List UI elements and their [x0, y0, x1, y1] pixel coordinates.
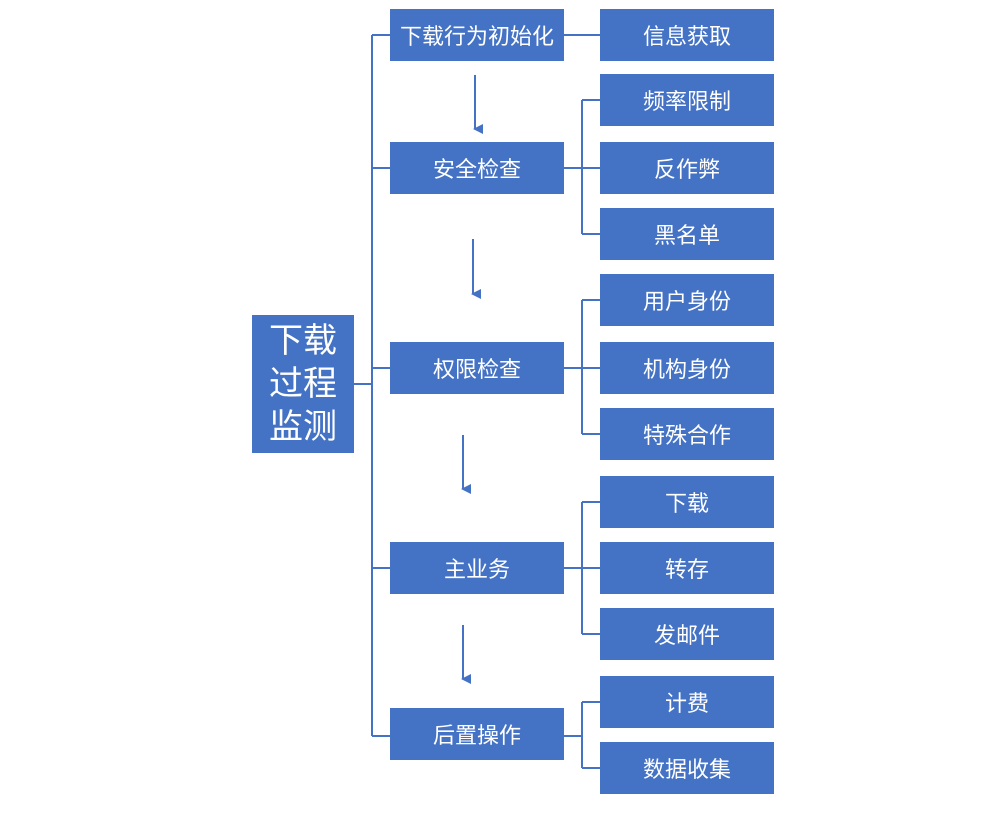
- stage-node-main: 主业务: [390, 542, 564, 594]
- leaf-node-info: 信息获取: [600, 9, 774, 61]
- leaf-node-download: 下载: [600, 476, 774, 528]
- leaf-node-special-partner: 特殊合作: [600, 408, 774, 460]
- leaf-node-user-identity: 用户身份: [600, 274, 774, 326]
- leaf-node-blacklist: 黑名单: [600, 208, 774, 260]
- leaf-node-rate-limit: 频率限制: [600, 74, 774, 126]
- leaf-node-org-identity: 机构身份: [600, 342, 774, 394]
- stage-node-post: 后置操作: [390, 708, 564, 760]
- leaf-node-billing: 计费: [600, 676, 774, 728]
- stage-node-permission: 权限检查: [390, 342, 564, 394]
- leaf-node-save: 转存: [600, 542, 774, 594]
- root-node: 下载过程监测: [252, 315, 354, 453]
- leaf-node-anti-cheat: 反作弊: [600, 142, 774, 194]
- leaf-node-email: 发邮件: [600, 608, 774, 660]
- stage-node-security: 安全检查: [390, 142, 564, 194]
- leaf-node-data-collection: 数据收集: [600, 742, 774, 794]
- stage-node-init: 下载行为初始化: [390, 9, 564, 61]
